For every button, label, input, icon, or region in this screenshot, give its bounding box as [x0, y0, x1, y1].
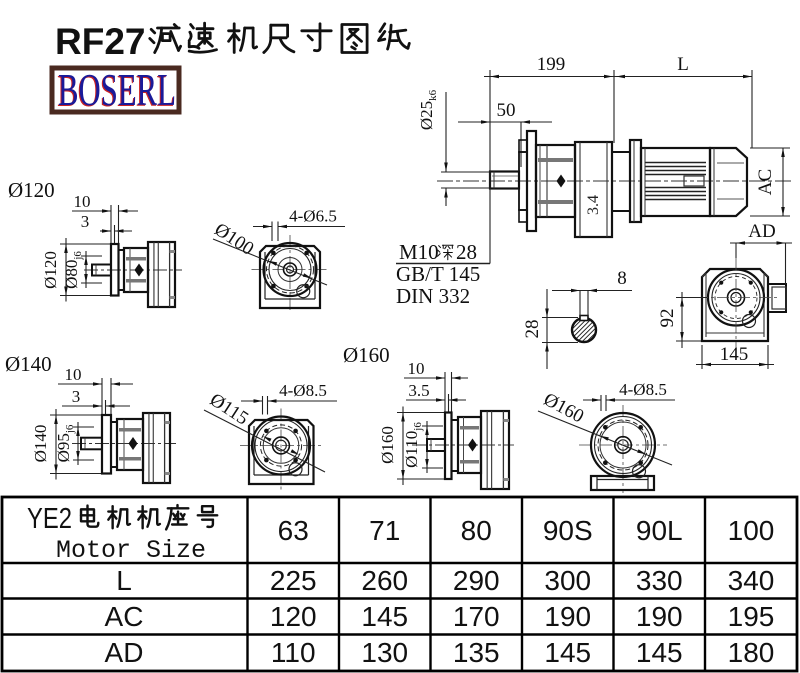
svg-text:4-Ø8.5: 4-Ø8.5 [619, 380, 667, 399]
svg-text:180: 180 [728, 637, 775, 668]
svg-text:BOSERL: BOSERL [58, 65, 176, 115]
svg-text:L: L [116, 565, 132, 596]
svg-text:10: 10 [74, 192, 91, 211]
svg-text:120: 120 [270, 601, 317, 632]
svg-text:90L: 90L [636, 515, 683, 546]
svg-text:AD: AD [105, 637, 144, 668]
svg-text:AC: AC [755, 169, 776, 195]
svg-text:145: 145 [544, 637, 591, 668]
svg-text:170: 170 [453, 601, 500, 632]
svg-text:Ø110j6: Ø110j6 [402, 422, 424, 468]
svg-text:28: 28 [456, 240, 477, 264]
svg-text:Ø140: Ø140 [31, 425, 50, 463]
svg-text:135: 135 [453, 637, 500, 668]
svg-text:Ø160: Ø160 [378, 426, 397, 464]
svg-text:Ø95j6: Ø95j6 [54, 424, 76, 462]
svg-text:260: 260 [361, 565, 408, 596]
svg-text:3.4: 3.4 [585, 195, 602, 215]
svg-text:92: 92 [657, 309, 678, 328]
svg-text:Motor Size: Motor Size [56, 536, 206, 565]
svg-text:145: 145 [361, 601, 408, 632]
svg-text:YE2: YE2 [27, 503, 72, 535]
svg-text:AD: AD [748, 221, 775, 242]
svg-text:190: 190 [636, 601, 683, 632]
svg-text:71: 71 [369, 515, 400, 546]
svg-text:Ø140: Ø140 [5, 352, 52, 376]
svg-text:145: 145 [720, 344, 749, 365]
svg-text:GB/T 145: GB/T 145 [396, 262, 480, 286]
svg-text:28: 28 [522, 320, 543, 339]
svg-text:199: 199 [537, 54, 566, 75]
svg-text:330: 330 [636, 565, 683, 596]
svg-text:8: 8 [617, 268, 627, 289]
svg-text:50: 50 [497, 100, 516, 121]
svg-text:130: 130 [361, 637, 408, 668]
svg-text:340: 340 [728, 565, 775, 596]
svg-text:RF27: RF27 [55, 21, 145, 62]
svg-text:Ø80j6: Ø80j6 [62, 251, 84, 289]
svg-text:300: 300 [544, 565, 591, 596]
svg-text:3: 3 [81, 212, 90, 231]
svg-text:225: 225 [270, 565, 317, 596]
svg-text:290: 290 [453, 565, 500, 596]
svg-text:M10: M10 [399, 240, 439, 264]
svg-text:DIN 332: DIN 332 [396, 284, 470, 308]
svg-text:63: 63 [278, 515, 309, 546]
svg-text:Ø120: Ø120 [8, 178, 55, 202]
svg-text:BOSERL: BOSERL [57, 66, 175, 116]
svg-text:10: 10 [408, 359, 425, 378]
svg-text:145: 145 [636, 637, 683, 668]
svg-text:3: 3 [72, 387, 81, 406]
svg-text:L: L [677, 54, 689, 75]
svg-text:90S: 90S [543, 515, 593, 546]
svg-text:10: 10 [65, 365, 82, 384]
svg-text:4-Ø8.5: 4-Ø8.5 [279, 381, 327, 400]
svg-text:AC: AC [105, 601, 144, 632]
svg-text:195: 195 [728, 601, 775, 632]
svg-text:4-Ø6.5: 4-Ø6.5 [289, 207, 337, 226]
svg-text:80: 80 [461, 515, 492, 546]
svg-text:100: 100 [728, 515, 775, 546]
svg-text:190: 190 [544, 601, 591, 632]
svg-text:110: 110 [271, 637, 316, 668]
svg-text:Ø120: Ø120 [41, 251, 60, 289]
svg-text:3.5: 3.5 [408, 381, 429, 400]
svg-text:Ø160: Ø160 [343, 343, 390, 367]
